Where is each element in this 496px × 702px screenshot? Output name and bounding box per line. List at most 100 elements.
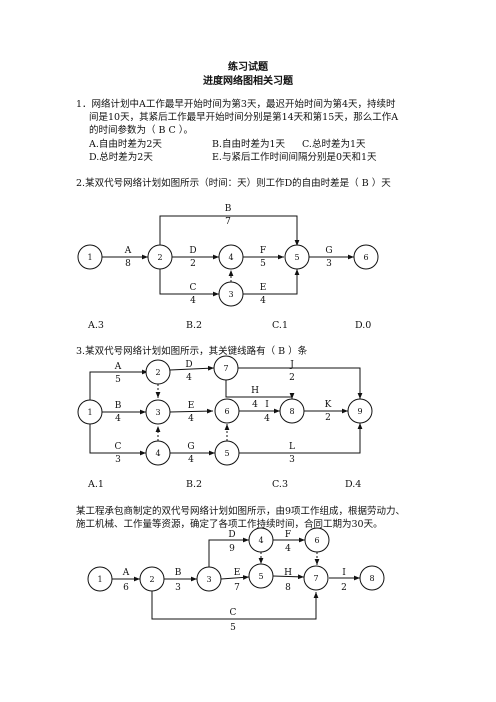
q3-node-2: 2 xyxy=(145,359,171,385)
q4-label-e: E xyxy=(234,568,241,578)
q3-duration-l: 3 xyxy=(289,455,295,465)
q2-node-3: 3 xyxy=(218,281,244,307)
q4-duration-b: 3 xyxy=(175,583,181,593)
q1-option-c: C.总时差为1天 xyxy=(302,139,366,150)
q4-label-b: B xyxy=(175,568,182,578)
svg-text:2: 2 xyxy=(157,253,162,262)
q4-duration-c: 5 xyxy=(230,623,236,633)
q3-duration-a: 5 xyxy=(115,375,121,385)
svg-text:5: 5 xyxy=(258,572,263,581)
q3-label-d: D xyxy=(185,360,192,370)
svg-text:5: 5 xyxy=(224,449,229,458)
q3-node-5: 5 xyxy=(214,440,240,466)
q3-option-b: B.2 xyxy=(186,479,203,490)
q4-node-1: 1 xyxy=(87,566,113,592)
svg-text:4: 4 xyxy=(155,449,160,458)
svg-text:4: 4 xyxy=(258,536,263,545)
q3-label-c: C xyxy=(115,442,122,452)
q4-node-5: 5 xyxy=(248,563,274,589)
svg-text:2: 2 xyxy=(155,368,160,377)
q2-label-b: B xyxy=(225,204,232,214)
q4-arrow-c xyxy=(151,591,319,620)
q2-duration-b: 7 xyxy=(225,217,231,227)
svg-text:1: 1 xyxy=(87,253,92,262)
q2-option-d: D.0 xyxy=(355,320,372,331)
svg-text:1: 1 xyxy=(97,575,102,584)
q2-label-e: E xyxy=(260,283,267,293)
q3-arrow-c xyxy=(89,424,146,456)
q3-network-diagram: 1 2 3 4 5 6 7 8 9 A 5 B 4 C 3 D 4 E 4 G … xyxy=(77,355,373,466)
q3-duration-g: 4 xyxy=(188,455,194,465)
svg-text:3: 3 xyxy=(155,408,160,417)
q4-node-2: 2 xyxy=(139,566,165,592)
q1-line-3: 的时间参数为（ B C ）。 xyxy=(89,125,194,136)
q3-arrow-h xyxy=(225,380,295,399)
q3-text: 3.某双代号网络计划如图所示，其关键线路有（ B ）条 xyxy=(76,346,308,357)
q4-line-2: 施工机械、工作量等资源，确定了各项工作持续时间，合同工期为30天。 xyxy=(76,519,383,530)
q3-arrow-a xyxy=(89,369,148,400)
q4-label-f: F xyxy=(285,530,291,540)
q4-label-i: I xyxy=(342,568,346,578)
q4-label-h: H xyxy=(284,568,292,578)
q2-label-f: F xyxy=(260,246,266,256)
q2-label-a: A xyxy=(124,246,132,256)
q1-option-e: E.与紧后工作时间间隔分别是0天和1天 xyxy=(212,152,377,163)
q1-option-a: A.自由时差为2天 xyxy=(89,139,162,150)
q4-arrow-h xyxy=(272,574,305,580)
q2-arrow-c xyxy=(159,269,219,297)
q3-duration-j: 2 xyxy=(289,373,295,383)
q2-label-c: C xyxy=(190,283,197,293)
q4-network-diagram: 1 2 3 4 5 6 7 8 A 6 B 3 C 5 D 9 E 7 F 4 … xyxy=(87,527,385,633)
q2-arrow-b xyxy=(159,215,300,246)
q4-node-4: 4 xyxy=(248,527,274,553)
q3-label-g: G xyxy=(187,442,194,452)
q4-duration-f: 4 xyxy=(285,544,291,554)
q3-node-9: 9 xyxy=(347,398,373,424)
q2-duration-f: 5 xyxy=(260,259,266,269)
q2-node-6: 6 xyxy=(353,244,379,270)
q4-node-6: 6 xyxy=(304,527,330,553)
page-subtitle: 进度网络图相关习题 xyxy=(203,76,293,87)
q3-label-e: E xyxy=(188,401,195,411)
q2-option-c: C.1 xyxy=(272,320,288,331)
q2-node-1: 1 xyxy=(77,244,103,270)
q4-label-d: D xyxy=(228,530,235,540)
q3-arrow-e xyxy=(169,408,214,414)
q4-label-c: C xyxy=(230,608,237,618)
svg-text:7: 7 xyxy=(313,574,318,583)
q3-label-l: L xyxy=(289,442,295,452)
q4-arrow-e xyxy=(220,575,250,580)
q3-duration-b: 4 xyxy=(115,414,121,424)
q3-label-b: B xyxy=(115,401,122,411)
svg-text:6: 6 xyxy=(224,407,229,416)
q4-duration-a: 6 xyxy=(123,583,129,593)
q3-label-h: H xyxy=(251,386,259,396)
q4-arrow-d xyxy=(208,537,249,567)
svg-text:6: 6 xyxy=(314,536,319,545)
q3-duration-c: 3 xyxy=(115,455,121,465)
q3-node-7: 7 xyxy=(213,355,239,381)
q2-node-5: 5 xyxy=(284,244,310,270)
svg-text:1: 1 xyxy=(87,408,92,417)
q1-option-b: B.自由时差为1天 xyxy=(212,139,286,150)
q4-duration-i: 2 xyxy=(341,583,347,593)
svg-text:8: 8 xyxy=(369,574,374,583)
q3-option-d: D.4 xyxy=(345,479,362,490)
q3-label-k: K xyxy=(325,400,332,410)
q2-duration-c: 4 xyxy=(190,296,196,306)
q4-node-3: 3 xyxy=(196,566,222,592)
q1-line-2: 间是10天，其紧后工作最早开始时间分别是第14天和第15天，那么工作A xyxy=(89,112,399,123)
q3-option-a: A.1 xyxy=(88,479,104,490)
q2-label-d: D xyxy=(189,246,196,256)
q2-node-2: 2 xyxy=(147,244,173,270)
q3-node-1: 1 xyxy=(77,399,103,425)
q4-duration-d: 9 xyxy=(229,544,235,554)
q3-arrow-j xyxy=(238,367,363,399)
svg-text:3: 3 xyxy=(228,290,233,299)
svg-text:5: 5 xyxy=(294,253,299,262)
q3-option-c: C.3 xyxy=(272,479,288,490)
q3-label-i: I xyxy=(265,400,269,410)
q2-duration-g: 3 xyxy=(326,259,332,269)
q4-line-1: 某工程承包商制定的双代号网络计划如图所示，由9项工作组成，根据劳动力、 xyxy=(76,506,406,517)
